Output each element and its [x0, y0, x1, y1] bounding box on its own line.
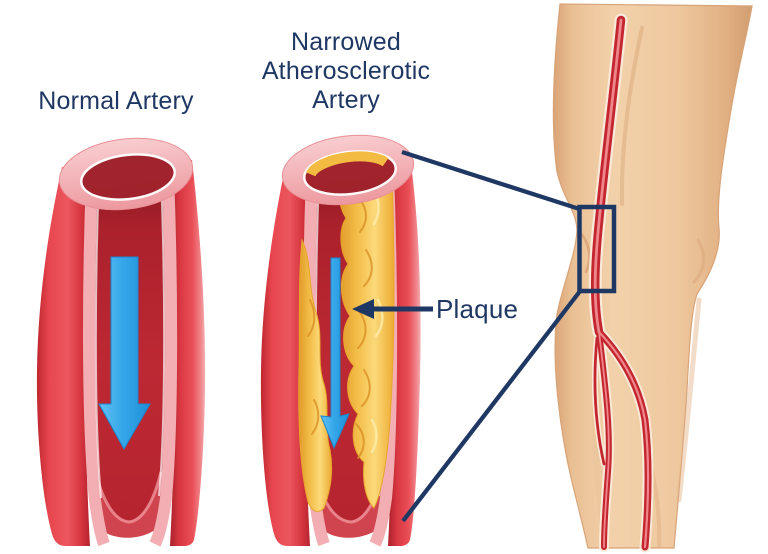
zoom-callout-box — [577, 204, 617, 294]
normal-artery-floor — [90, 462, 166, 538]
normal-artery-opening — [80, 153, 176, 201]
narrowed-atherosclerotic-artery-label: Narrowed Atherosclerotic Artery — [261, 28, 431, 114]
artery-branch-thin — [593, 336, 606, 466]
plaque-deposit-right — [338, 145, 395, 509]
normal-artery-illustration — [36, 137, 206, 547]
sclerotic-left-wall — [260, 163, 313, 546]
leg-illustration — [552, 3, 753, 553]
plaque-pointer-arrow — [352, 299, 433, 319]
callout-line-bottom — [401, 289, 583, 523]
callout-line-top — [401, 149, 581, 212]
sclerotic-floor — [312, 465, 388, 538]
normal-artery-cut-edge-right — [149, 171, 178, 547]
normal-artery-left-wall — [36, 167, 93, 546]
restricted-flow-arrow — [320, 257, 350, 450]
plaque-rim-crescent — [305, 151, 395, 195]
plaque-deposit-left — [298, 238, 333, 512]
plaque-label: Plaque — [436, 294, 519, 324]
leg-arteries — [588, 13, 654, 553]
zoom-callout — [401, 149, 617, 523]
normal-artery-cut-edge-left — [82, 175, 110, 547]
normal-artery-label: Normal Artery — [38, 87, 194, 115]
atherosclerotic-artery-illustration — [260, 134, 421, 547]
blood-flow-arrow — [98, 256, 151, 451]
normal-artery-right-wall — [169, 160, 206, 546]
